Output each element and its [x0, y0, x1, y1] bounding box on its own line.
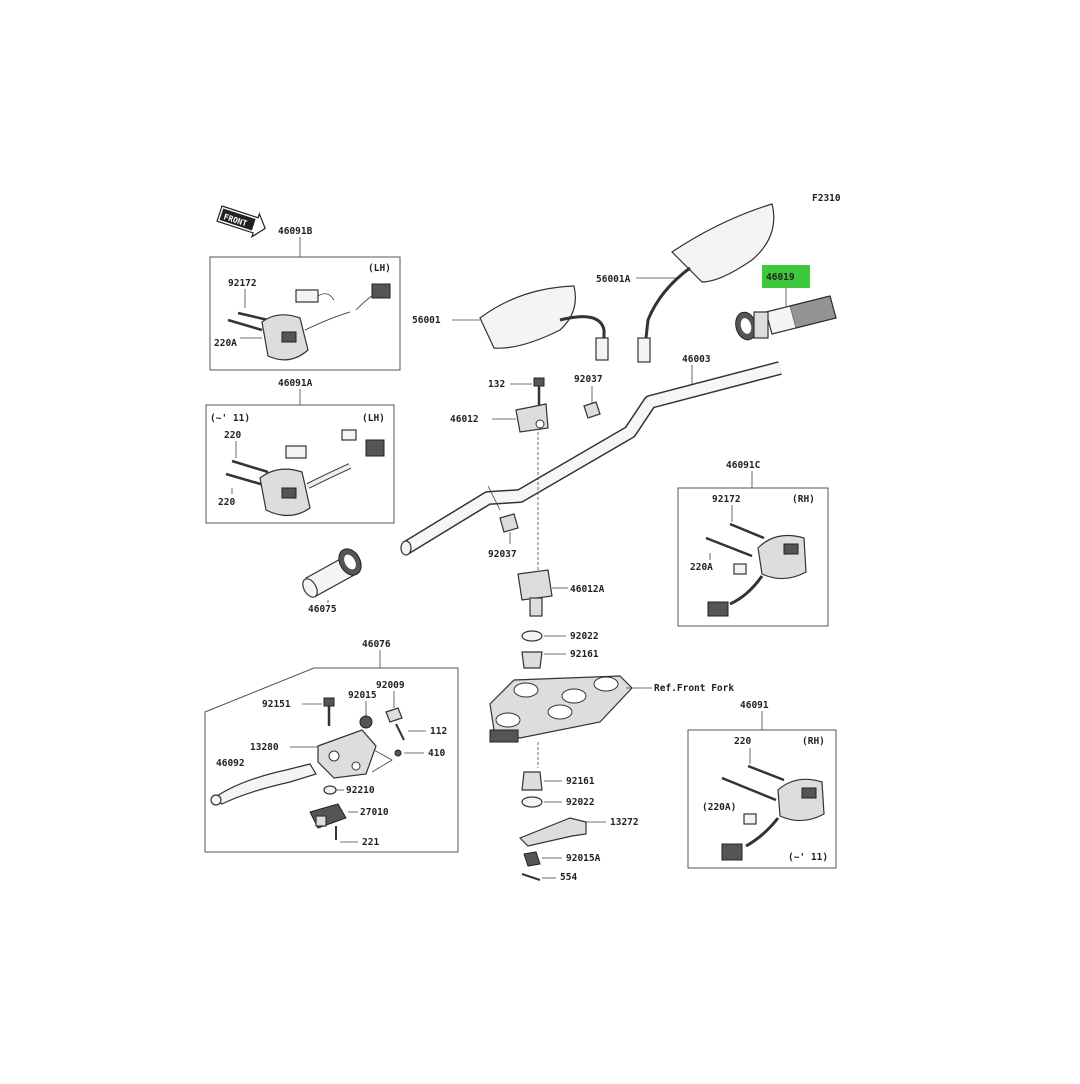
label-46091: 46091: [740, 700, 769, 711]
label-92172-rh: 92172: [712, 494, 741, 505]
label-92161-b: 92161: [566, 776, 595, 787]
bushing-92037-a: [583, 401, 601, 419]
lh-switch-housing-b: [261, 311, 351, 361]
nut-92015A: [523, 851, 541, 867]
note-b: (~' 11): [788, 852, 828, 863]
switch-27010: [309, 803, 347, 829]
clamp-46012: [515, 403, 549, 433]
box-46076: [204, 667, 459, 853]
label-46003: 46003: [682, 354, 711, 365]
label-220-a1: 220: [224, 430, 241, 441]
mirror-56001: [479, 285, 609, 361]
label-46075: 46075: [308, 604, 337, 615]
label-46012A: 46012A: [570, 584, 605, 595]
label-56001A: 56001A: [596, 274, 631, 285]
label-13272: 13272: [610, 817, 639, 828]
diagram-id: F2310: [812, 193, 841, 204]
label-46019: 46019: [766, 272, 795, 283]
label-92037-b: 92037: [488, 549, 517, 560]
pin-410: [394, 749, 402, 757]
label-220-rh: 220: [734, 736, 751, 747]
bushing-92037-b: [499, 513, 519, 533]
box-46091C: [677, 487, 829, 627]
connector-46091B: [295, 283, 391, 311]
label-13280: 13280: [250, 742, 279, 753]
label-92151: 92151: [262, 699, 291, 710]
label-554: 554: [560, 872, 577, 883]
bolt-132: [533, 377, 545, 406]
box-46091A: [205, 404, 395, 524]
note-a: (~' 11): [210, 413, 250, 424]
label-112: 112: [430, 726, 447, 737]
label-rh-2: (RH): [802, 736, 825, 747]
nut-92015: [359, 715, 373, 729]
handlebar-46003: [400, 361, 782, 556]
label-220A-lh: 220A: [214, 338, 237, 349]
label-92022-a: 92022: [570, 631, 599, 642]
pin-92009: [385, 707, 403, 723]
lever-46092: [210, 763, 317, 806]
mirror-56001A: [637, 203, 775, 363]
label-46012: 46012: [450, 414, 479, 425]
washer-92022-b: [521, 796, 543, 808]
rubber-92161-b: [521, 771, 543, 791]
label-92015: 92015: [348, 690, 377, 701]
label-56001: 56001: [412, 315, 441, 326]
label-220-a2: 220: [218, 497, 235, 508]
bolt-92151: [323, 697, 335, 726]
label-220A-rh: 220A: [690, 562, 713, 573]
clamp-46012A: [517, 569, 553, 617]
lh-switch-housing-a: [259, 429, 385, 517]
label-46092: 46092: [216, 758, 245, 769]
washer-92022-a: [521, 630, 543, 642]
label-92022-b: 92022: [566, 797, 595, 808]
label-220A-paren: (220A): [702, 802, 736, 813]
washer-92210: [323, 785, 337, 795]
label-132: 132: [488, 379, 505, 390]
grip-46075: [302, 548, 362, 598]
rh-switch-housing: [721, 778, 825, 861]
box-46091B: [209, 256, 401, 371]
label-92161-a: 92161: [570, 649, 599, 660]
throttle-grip-46019: [735, 295, 837, 341]
label-46091A: 46091A: [278, 378, 313, 389]
label-92015A: 92015A: [566, 853, 601, 864]
label-46091C: 46091C: [726, 460, 761, 471]
rh-switch-housing-c: [707, 535, 807, 617]
label-221: 221: [362, 837, 379, 848]
rubber-92161-a: [521, 651, 543, 669]
front-arrow-icon: FRONT: [216, 205, 266, 239]
plate-13272: [518, 817, 587, 847]
pin-554: [521, 873, 541, 881]
upper-triple-clamp: [489, 675, 633, 743]
highlight-46019: [762, 265, 810, 288]
label-lh-1: (LH): [368, 263, 391, 274]
label-92172-lh: 92172: [228, 278, 257, 289]
screw-112: [395, 723, 405, 741]
label-92210: 92210: [346, 785, 375, 796]
label-ref-front-fork: Ref.Front Fork: [654, 683, 734, 694]
label-27010: 27010: [360, 807, 389, 818]
lever-holder-13280: [317, 729, 377, 779]
label-92037-a: 92037: [574, 374, 603, 385]
label-410: 410: [428, 748, 445, 759]
label-lh-2: (LH): [362, 413, 385, 424]
box-46091: [687, 729, 837, 869]
label-46091B: 46091B: [278, 226, 313, 237]
label-46076: 46076: [362, 639, 391, 650]
label-rh-1: (RH): [792, 494, 815, 505]
label-92009: 92009: [376, 680, 405, 691]
